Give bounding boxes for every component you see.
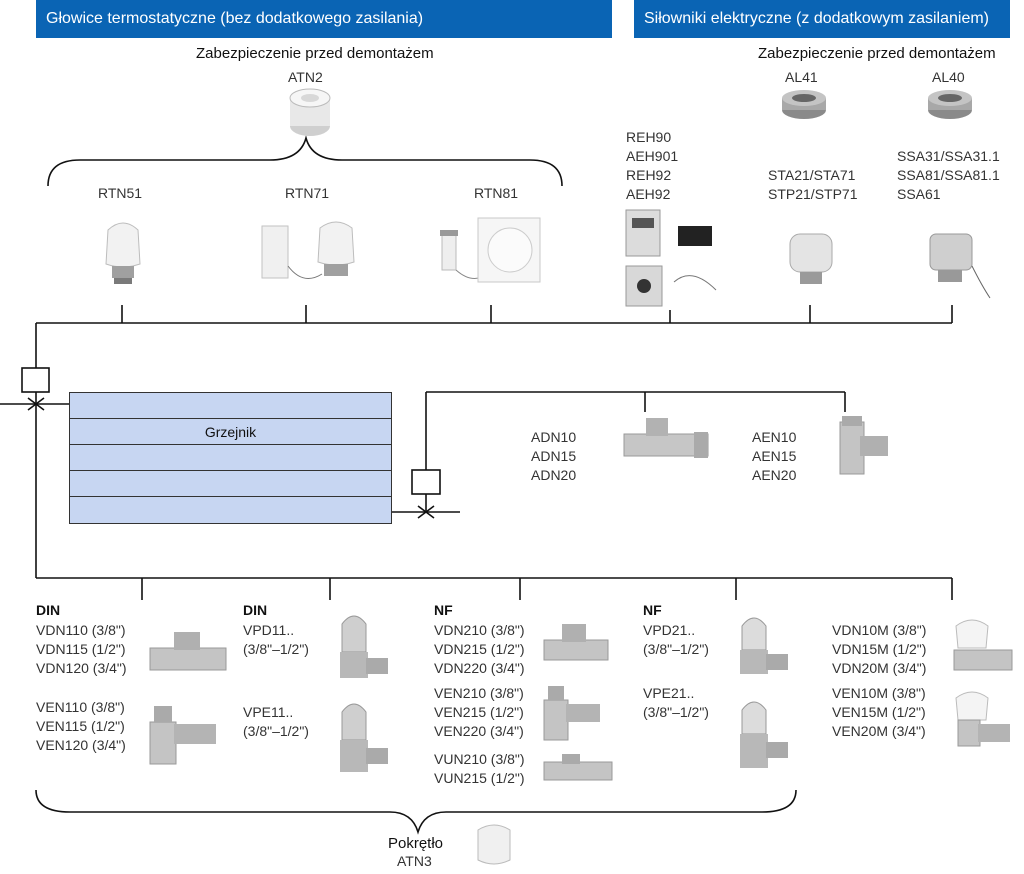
valve-group-4-list-b: VPE21.. (3/8"–1/2") bbox=[643, 685, 709, 720]
adn-valve-image bbox=[623, 418, 709, 458]
venm-valve-image bbox=[955, 691, 1010, 747]
al41-label: AL41 bbox=[785, 69, 818, 85]
sta-actuator-image bbox=[789, 233, 833, 284]
ven-valve-image bbox=[149, 706, 216, 765]
vdnm-valve-image bbox=[953, 619, 1013, 671]
valve-group-5-list-a: VDN10M (3/8") VDN15M (1/2") VDN20M (3/4"… bbox=[832, 622, 927, 676]
al41-ring-image bbox=[782, 90, 826, 119]
radiator-label: Grzejnik bbox=[204, 424, 257, 440]
aen-model-list: AEN10 AEN15 AEN20 bbox=[752, 429, 797, 483]
valve-group-3-list-a: VDN210 (3/8") VDN215 (1/2") VDN220 (3/4"… bbox=[434, 622, 525, 676]
valve-group-5-list-b: VEN10M (3/8") VEN15M (1/2") VEN20M (3/4"… bbox=[832, 685, 926, 739]
radiator-section bbox=[69, 496, 392, 524]
atn2-label: ATN2 bbox=[288, 69, 323, 85]
knob-title: Pokrętło bbox=[388, 835, 444, 852]
vpd11-valve-image bbox=[340, 615, 388, 678]
rtn71-label: RTN71 bbox=[285, 185, 330, 201]
radiator-section bbox=[69, 392, 392, 420]
vpe21-valve-image bbox=[740, 701, 788, 768]
al40-ring-image bbox=[928, 90, 972, 119]
valve-group-3-list-c: VUN210 (3/8") VUN215 (1/2") bbox=[434, 751, 525, 786]
atn3-knob-image bbox=[477, 824, 511, 865]
vpd21-valve-image bbox=[740, 617, 788, 674]
rtn51-label: RTN51 bbox=[98, 185, 143, 201]
vun-valve-image bbox=[543, 754, 613, 781]
reh-model-list: REH90 AEH901 REH92 AEH92 bbox=[626, 129, 679, 202]
valve-group-1-standard: DIN bbox=[36, 602, 61, 618]
vpe11-valve-image bbox=[340, 703, 388, 772]
valve-group-2-list-a: VPD11.. (3/8"–1/2") bbox=[243, 622, 309, 657]
sta-model-list: STA21/STA71 STP21/STP71 bbox=[768, 167, 858, 202]
vdn-valve-image bbox=[149, 632, 227, 671]
valve-group-2-list-b: VPE11.. (3/8"–1/2") bbox=[243, 704, 309, 739]
valve-group-1-list-a: VDN110 (3/8") VDN115 (1/2") VDN120 (3/4"… bbox=[36, 622, 127, 676]
aen-valve-image bbox=[839, 416, 888, 475]
radiator-section bbox=[69, 444, 392, 472]
radiator-section bbox=[69, 470, 392, 498]
valve-group-4-list-a: VPD21.. (3/8"–1/2") bbox=[643, 622, 709, 657]
ven2-valve-image bbox=[543, 686, 600, 741]
protection-right-title: Zabezpieczenie przed demontażem bbox=[758, 45, 996, 62]
reh-controller-image bbox=[625, 209, 717, 307]
header-left: Głowice termostatyczne (bez dodatkowego … bbox=[36, 0, 612, 38]
atn2-ring-image bbox=[289, 88, 331, 136]
rtn81-label: RTN81 bbox=[474, 185, 519, 201]
rtn51-head-image bbox=[105, 222, 141, 284]
adn-model-list: ADN10 ADN15 ADN20 bbox=[531, 429, 577, 483]
rtn81-head-image bbox=[440, 217, 541, 283]
protection-left-title: Zabezpieczenie przed demontażem bbox=[196, 45, 434, 62]
valve-group-4-standard: NF bbox=[643, 602, 662, 618]
rtn71-head-image bbox=[261, 221, 355, 279]
vdn2-valve-image bbox=[543, 624, 609, 661]
ssa-model-list: SSA31/SSA31.1 SSA81/SSA81.1 SSA61 bbox=[897, 148, 1000, 202]
valve-group-3-list-b: VEN210 (3/8") VEN215 (1/2") VEN220 (3/4"… bbox=[434, 685, 524, 739]
valve-group-3-standard: NF bbox=[434, 602, 453, 618]
knob-model: ATN3 bbox=[397, 853, 432, 869]
ssa-actuator-image bbox=[929, 233, 991, 299]
valve-group-2-standard: DIN bbox=[243, 602, 268, 618]
al40-label: AL40 bbox=[932, 69, 965, 85]
valve-group-1-list-b: VEN110 (3/8") VEN115 (1/2") VEN120 (3/4"… bbox=[36, 699, 126, 753]
header-right: Siłowniki elektryczne (z dodatkowym zasi… bbox=[634, 0, 1010, 38]
